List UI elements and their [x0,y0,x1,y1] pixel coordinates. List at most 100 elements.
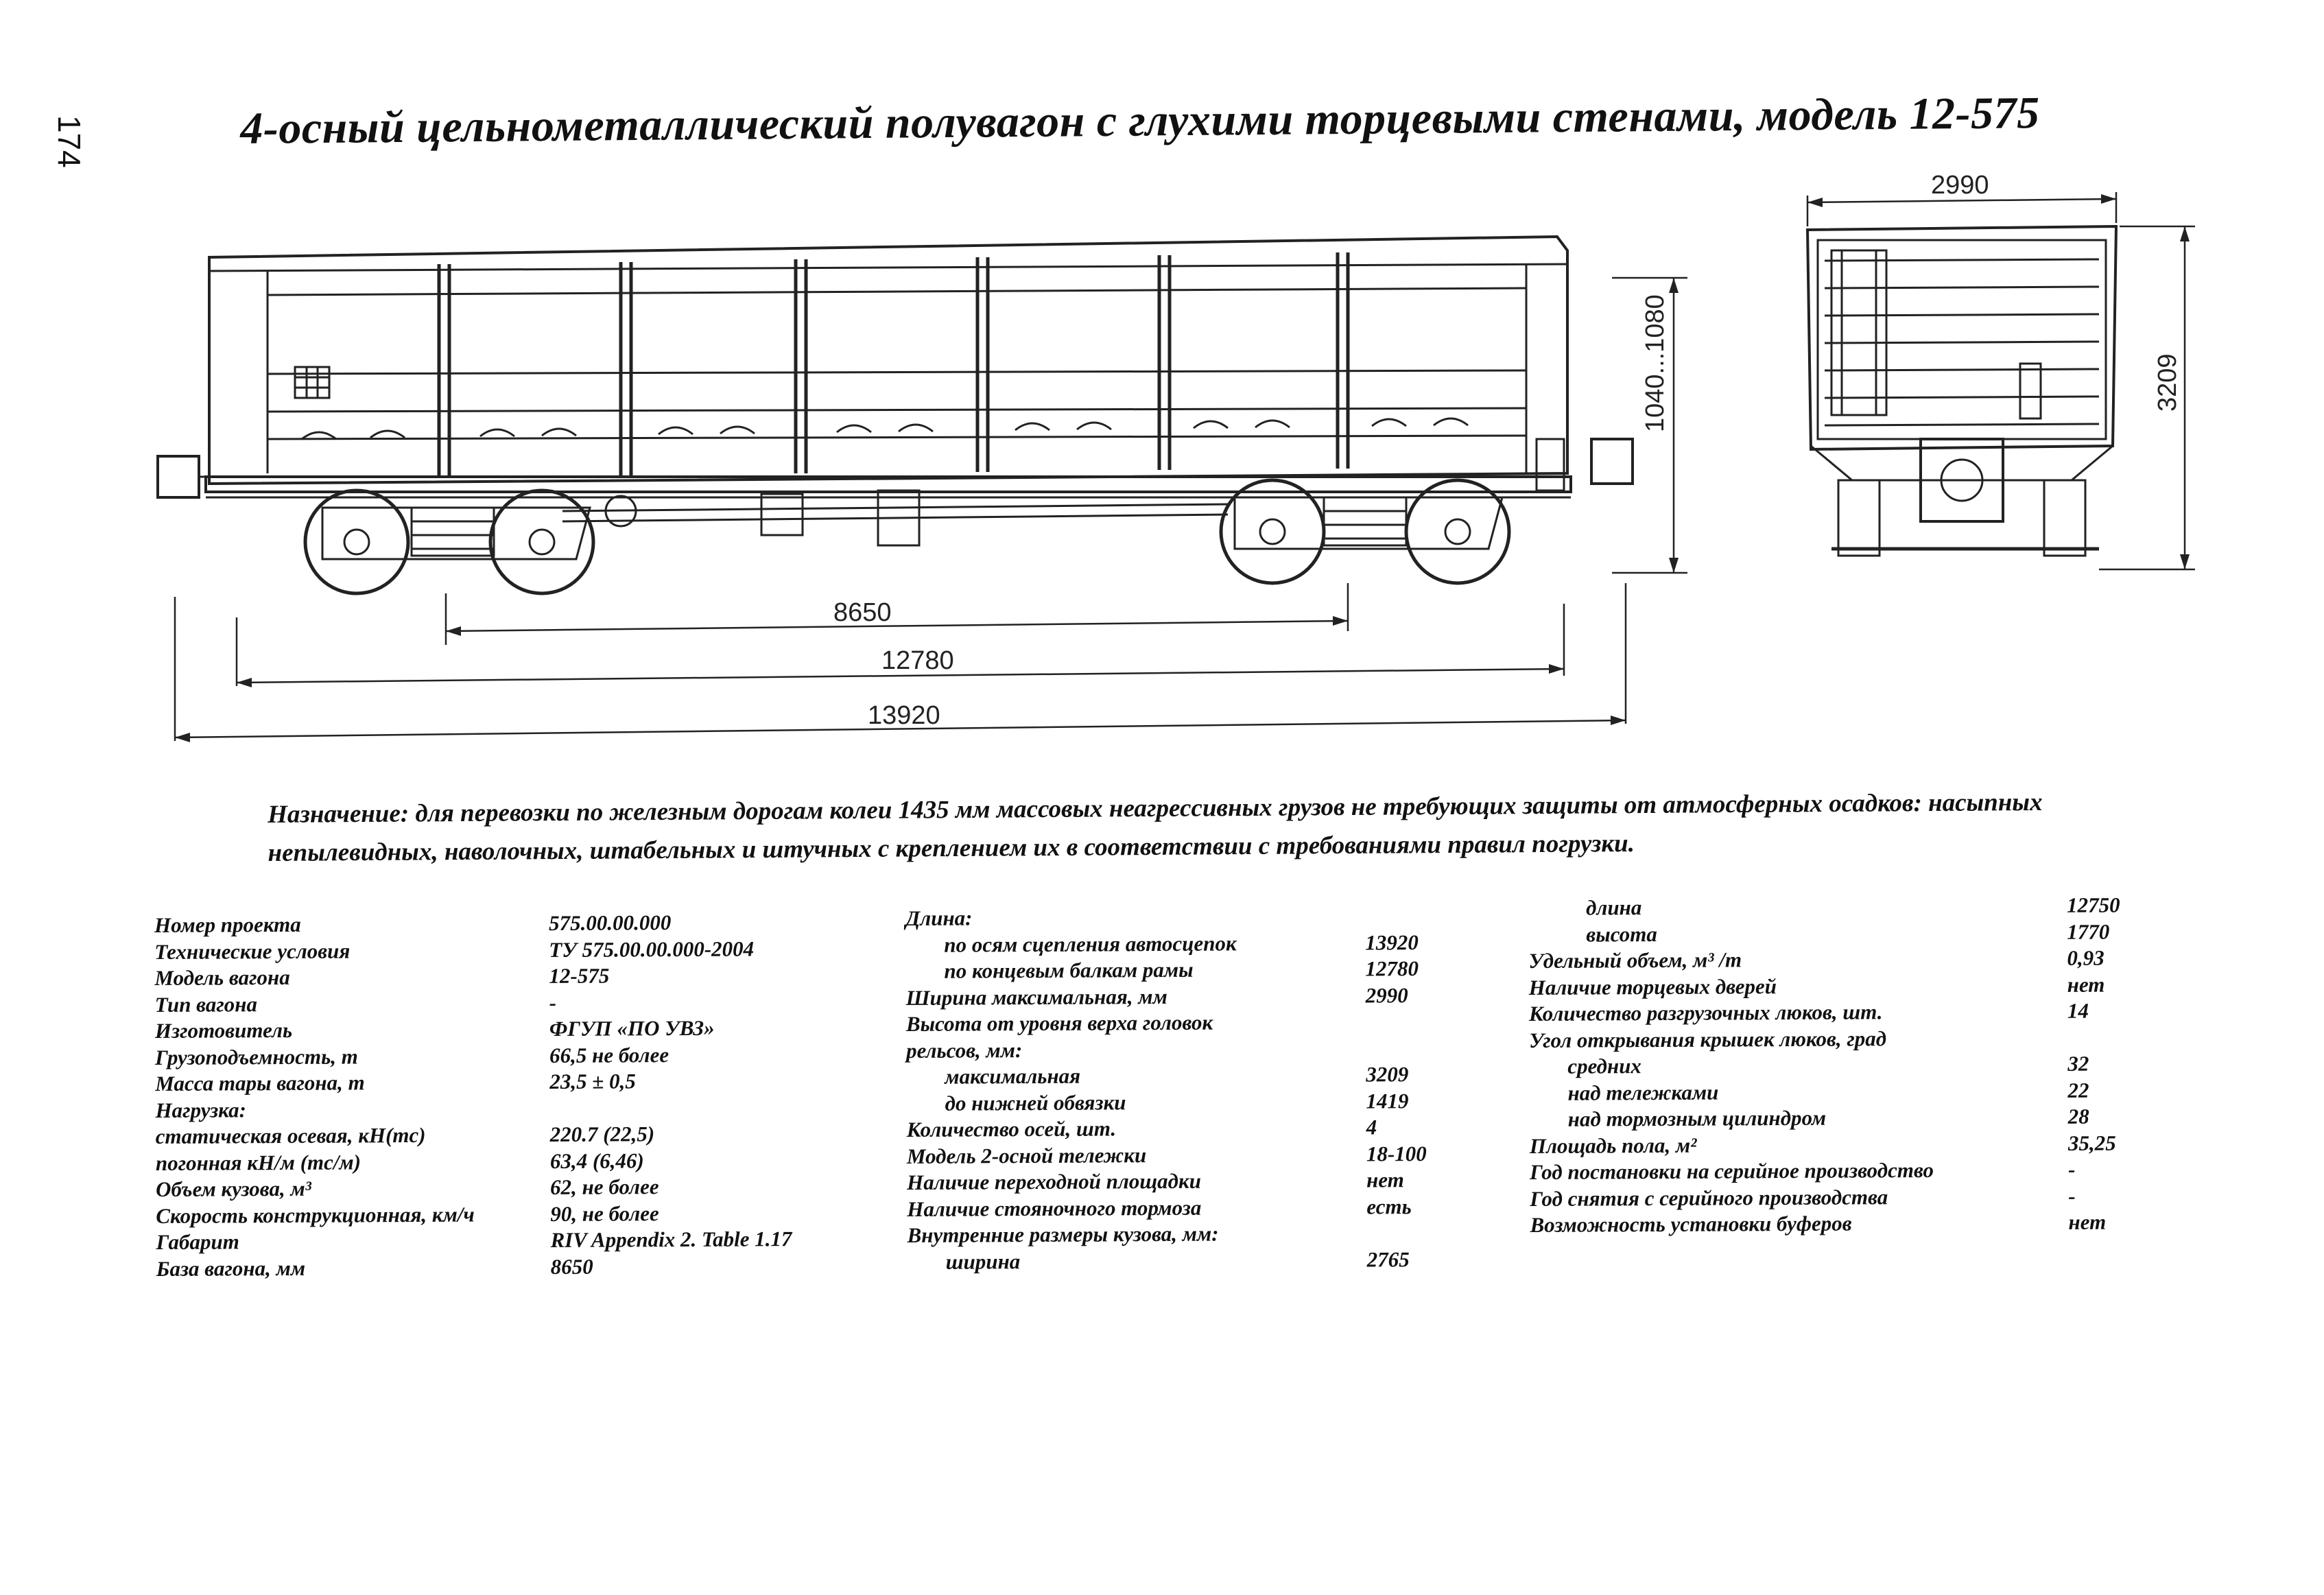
spec-label: по осям сцепления автосцепок [944,930,1237,957]
spec-label: по концевым балкам рамы [944,957,1194,983]
spec-row: База вагона, мм 8650 [156,1252,911,1282]
spec-label: над тележками [1567,1080,1719,1105]
dim-label-2990: 2990 [1931,171,1989,200]
spec-row: Тип вагона - [155,988,910,1018]
spec-row: рельсов, мм: [906,1035,1523,1064]
spec-value: есть [1366,1194,1412,1218]
spec-value: - [549,990,557,1015]
dim-label-13920: 13920 [868,701,940,730]
spec-row: по концевым балкам рамы 12780 [905,955,1523,984]
spec-value: 63,4 (6,46) [549,1148,644,1173]
spec-value: RIV Appendix 2. Table 1.17 [550,1227,792,1252]
dim-label-3209: 3209 [2153,353,2182,412]
spec-value: - [2068,1183,2076,1208]
spec-label: Наличие торцевых дверей [1528,973,1777,1000]
spec-row: Длина: [905,902,1523,932]
spec-row: Технические условия ТУ 575.00.00.000-2004 [154,935,909,965]
purpose-text: для перевозки по железным дорогам колеи … [268,788,2043,867]
spec-row: над тормозным цилиндром 28 [1530,1103,2147,1133]
spec-value: 1419 [1366,1088,1409,1113]
spec-label: длина [1586,895,1642,920]
spec-label: База вагона, мм [156,1255,306,1281]
spec-row: Внутренние размеры кузова, мм: [907,1219,1524,1249]
spec-row: Грузоподъемность, т 66,5 не более [155,1041,910,1071]
spec-label: Грузоподъемность, т [155,1043,358,1070]
spec-label: Возможность установки буферов [1530,1211,1852,1237]
spec-value: 28 [2067,1104,2089,1129]
spec-label: Номер проекта [154,912,301,937]
spec-label: над тормозным цилиндром [1567,1105,1827,1131]
spec-value: нет [1366,1168,1404,1192]
dim-label-12780: 12780 [881,646,954,675]
wagon-drawing: 8650 12780 13920 1040...1080 2990 3209 [0,0,2324,761]
spec-value: 32 [2067,1051,2089,1076]
spec-value: 12-575 [549,963,610,988]
spec-label: Габарит [156,1229,239,1254]
spec-value: 2765 [1366,1247,1410,1271]
spec-label: Год снятия с серийного производства [1530,1184,1888,1211]
spec-label: Наличие переходной площадки [907,1168,1202,1194]
spec-value: 18-100 [1366,1141,1427,1166]
spec-label: высота [1586,921,1657,947]
spec-value: 8650 [550,1254,593,1279]
spec-label: Угол открывания крышек люков, град [1529,1026,1887,1052]
spec-label: Удельный объем, м³ /т [1528,947,1742,973]
spec-label: Изготовитель [154,1017,293,1043]
spec-value: 22 [2067,1078,2089,1102]
spec-row: статическая осевая, кН(тс)220.7 (22,5) [156,1120,910,1150]
spec-value: 1770 [2067,919,2110,944]
spec-value: ТУ 575.00.00.000-2004 [549,936,755,962]
spec-label: Год постановки на серийное производство [1530,1157,1934,1184]
purpose-paragraph: Назначение: для перевозки по железным до… [268,783,2065,873]
spec-value: 35,25 [2067,1131,2116,1155]
spec-row: Нагрузка: [155,1094,910,1124]
spec-value: нет [2068,1209,2107,1234]
spec-label: Высота от уровня верха головок [905,1010,1213,1036]
spec-label: Тип вагона [154,991,258,1017]
spec-row: Наличие переходной площадки нет [907,1166,1524,1196]
spec-label: Внутренние размеры кузова, мм: [907,1221,1219,1247]
spec-label: Нагрузка: [155,1097,246,1122]
spec-value: 90, не более [550,1201,659,1226]
spec-label: Ширина максимальная, мм [905,984,1167,1010]
spec-label: Технические условия [154,938,351,964]
dim-label-height: 1040...1080 [1641,294,1670,432]
spec-value: 4 [1366,1115,1377,1139]
spec-label: погонная кН/м (тс/м) [155,1149,361,1175]
spec-label: рельсов, мм: [906,1037,1023,1063]
spec-label: Количество разгрузочных люков, шт. [1528,1000,1883,1026]
spec-label: Модель 2-осной тележки [906,1142,1147,1168]
spec-label: до нижней обвязки [945,1089,1126,1115]
spec-label: Объем кузова, м³ [156,1176,312,1201]
end-view [1805,192,2195,571]
spec-row: Количество осей, шт.4 [907,1113,1524,1143]
spec-value: 66,5 не более [549,1042,669,1067]
spec-value: 23,5 ± 0,5 [549,1069,636,1094]
spec-label: Площадь пола, м² [1529,1133,1697,1158]
spec-label: Длина: [905,906,973,930]
spec-row: погонная кН/м (тс/м) 63,4 (6,46) [156,1146,910,1177]
spec-row: над тележками 22 [1529,1077,2146,1107]
purpose-label: Назначение: [268,799,410,829]
spec-value: 3209 [1366,1062,1409,1087]
dim-label-8650: 8650 [833,598,892,627]
spec-value: 12780 [1365,956,1419,981]
spec-row: Модель 2-осной тележки 18-100 [907,1140,1524,1170]
side-view [156,235,1687,742]
